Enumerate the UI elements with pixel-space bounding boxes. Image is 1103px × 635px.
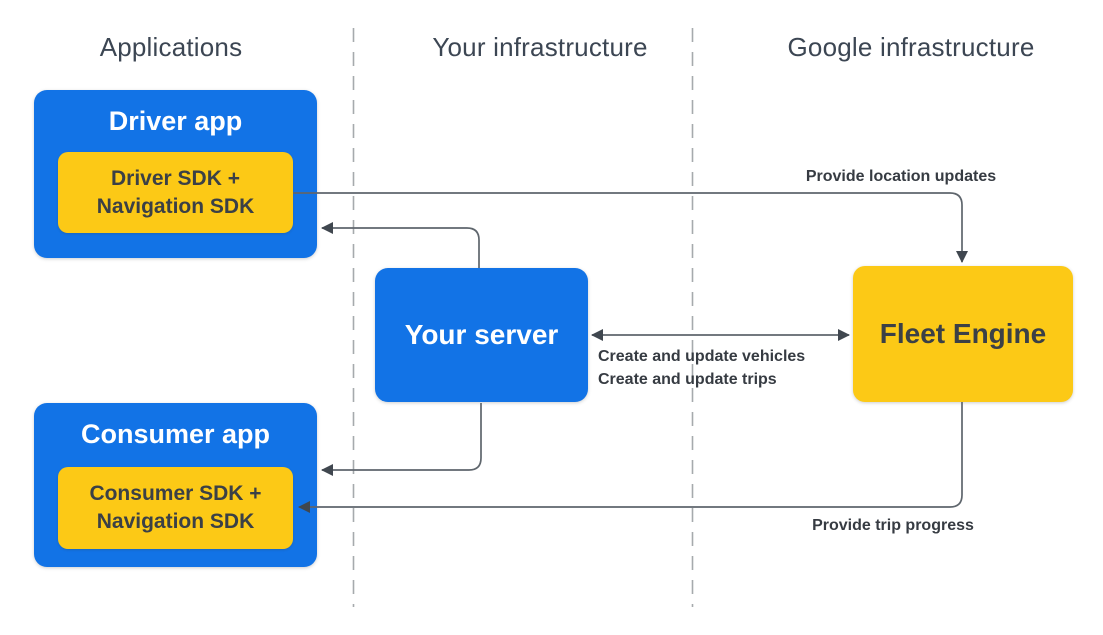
fleet-engine-title: Fleet Engine [879,318,1047,349]
driver-sdk-node: Driver SDK + Navigation SDK [58,152,293,233]
edge-server-to-consumer-app [321,403,482,476]
your-server-title: Your server [404,319,559,350]
consumer-sdk-label-line2: Navigation SDK [96,510,255,533]
column-header-your-infrastructure: Your infrastructure [432,32,648,62]
edge-provide-trip-progress [298,402,963,513]
edge-server-to-driver-app [321,222,480,268]
driver-app-node: Driver app Driver SDK + Navigation SDK [34,90,317,258]
edge-label-provide-location-updates: Provide location updates [805,168,997,185]
edge-label-provide-trip-progress: Provide trip progress [812,517,974,534]
edge-label-create-vehicles: Create and update vehicles [598,348,806,365]
column-header-applications: Applications [99,32,243,62]
consumer-app-node: Consumer app Consumer SDK + Navigation S… [34,403,317,567]
edge-label-create-and-update: Create and update vehicles Create and up… [598,345,805,391]
consumer-app-title: Consumer app [80,419,271,449]
fleet-engine-node: Fleet Engine [853,266,1073,402]
your-server-node: Your server [375,268,588,402]
column-header-google-infrastructure: Google infrastructure [787,32,1035,62]
edge-label-create-trips: Create and update trips [598,371,777,388]
edge-provide-location-updates [293,192,968,263]
driver-sdk-label-line2: Navigation SDK [96,194,255,218]
consumer-sdk-node: Consumer SDK + Navigation SDK [58,467,293,549]
driver-app-title: Driver app [108,106,243,136]
consumer-sdk-label-line1: Consumer SDK + [89,482,262,505]
driver-sdk-label-line1: Driver SDK + [111,166,240,190]
